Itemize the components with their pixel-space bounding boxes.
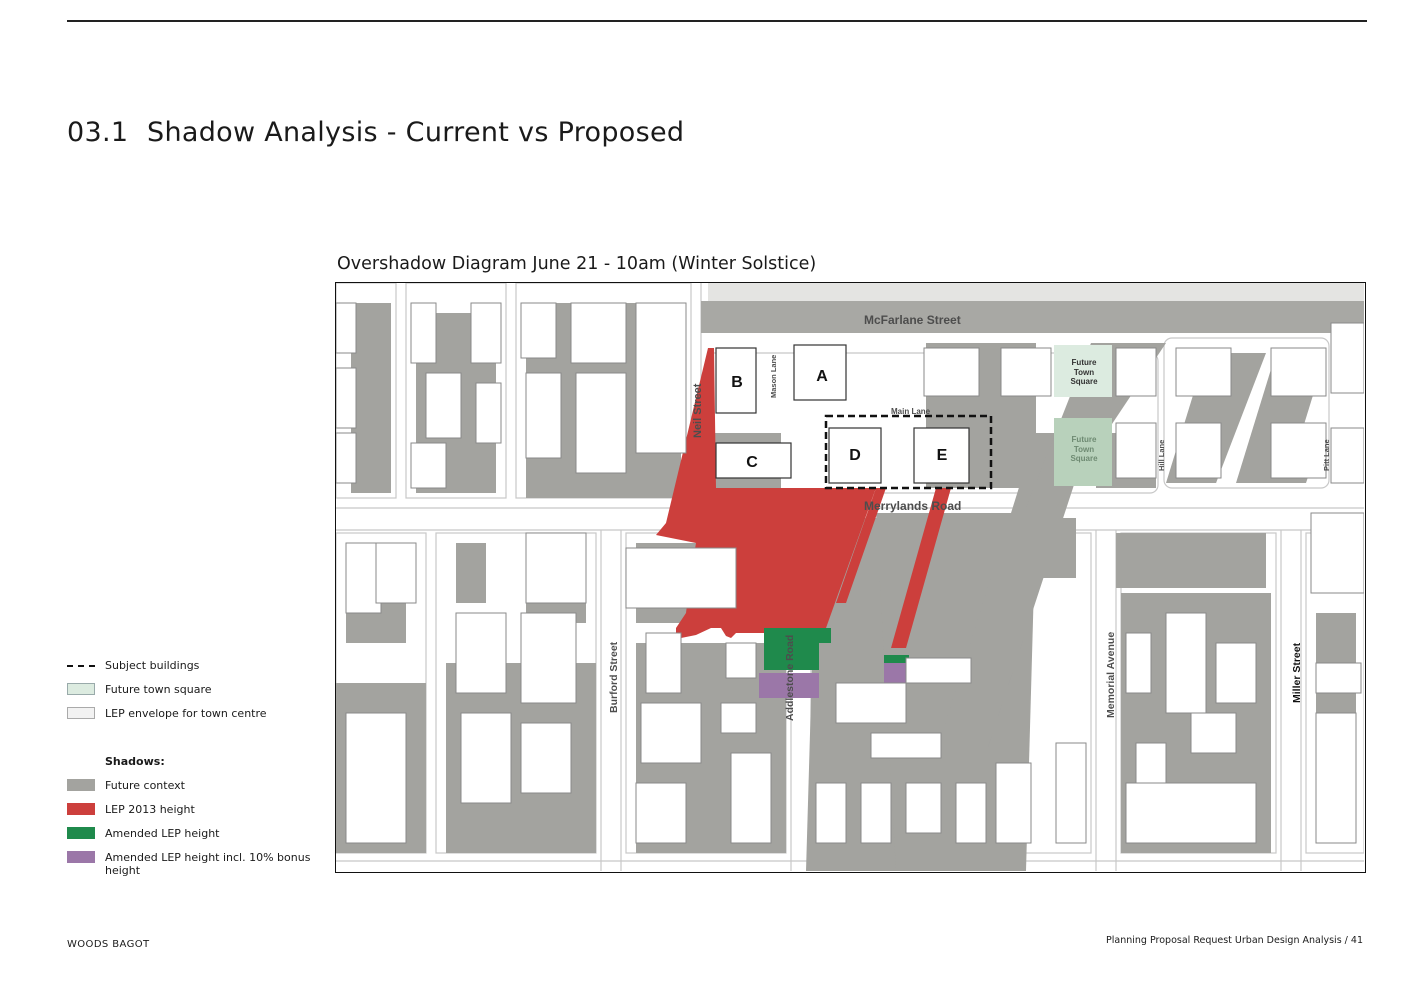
swatch-icon: [67, 851, 95, 863]
footer-company: WOODS BAGOT: [67, 939, 150, 950]
swatch-icon: [67, 803, 95, 815]
subject-buildings: [715, 344, 970, 484]
swatch-icon: [67, 707, 95, 719]
merrylands-road-label: Merrylands Road: [864, 499, 961, 513]
legend-label: LEP 2013 height: [105, 803, 195, 816]
building-c: [715, 442, 792, 479]
diagram-title: Overshadow Diagram June 21 - 10am (Winte…: [337, 254, 817, 274]
legend-label: Amended LEP height: [105, 827, 220, 840]
miller-street-label: Miller Street: [1291, 642, 1303, 703]
legend-label: Future context: [105, 779, 185, 792]
building-d: [828, 427, 882, 484]
swatch-icon: [67, 683, 95, 695]
building-e: [913, 427, 970, 484]
footer-document-title: Planning Proposal Request Urban Design A…: [1106, 935, 1342, 946]
section-number: 03.1: [67, 117, 129, 148]
bonus-lep-shadow: [759, 663, 906, 698]
building-a-label: A: [816, 368, 828, 385]
addlestone-road-label: Addlestone Road: [784, 635, 796, 721]
building-d-label: D: [849, 447, 861, 464]
legend-lep-2013: LEP 2013 height: [67, 803, 195, 816]
north-block: [708, 283, 1364, 301]
dashed-line-icon: [67, 665, 95, 667]
subject-buildings-boundary: [824, 414, 993, 490]
mcfarlane-shadow: [701, 301, 1364, 333]
memorial-avenue-label: Memorial Avenue: [1105, 632, 1117, 718]
legend-label: Subject buildings: [105, 659, 200, 672]
legend-amended-lep: Amended LEP height: [67, 827, 219, 840]
building-e-label: E: [937, 447, 948, 464]
context-buildings: [336, 302, 1364, 844]
footer-page-info: Planning Proposal Request Urban Design A…: [1106, 935, 1363, 946]
legend-lep-envelope: LEP envelope for town centre: [67, 707, 267, 720]
section-title: Shadow Analysis - Current vs Proposed: [147, 117, 685, 148]
pitt-lane-label: Pitt Lane: [1322, 439, 1331, 471]
future-town-square-2-label: Future Town Square: [1070, 435, 1097, 463]
future-town-square-2: [1054, 418, 1112, 486]
burford-street-label: Burford Street: [608, 641, 620, 713]
hill-lane-label: Hill Lane: [1157, 440, 1166, 471]
building-c-label: C: [746, 454, 758, 471]
legend-amended-lep-bonus: Amended LEP height incl. 10% bonus heigh…: [67, 851, 312, 877]
mcfarlane-street-label: McFarlane Street: [864, 313, 961, 327]
future-town-square-1-label: Future Town Square: [1070, 358, 1097, 386]
amended-lep-shadow: [764, 628, 909, 670]
neil-street-label: Neil Street: [692, 383, 704, 438]
legend-future-town-square: Future town square: [67, 683, 212, 696]
page-number: 41: [1350, 935, 1363, 946]
top-rule: [67, 20, 1367, 22]
building-b: [715, 347, 757, 414]
footer-separator: /: [1344, 935, 1348, 946]
legend-future-context: Future context: [67, 779, 185, 792]
overshadow-map: A B C D E McFarlane Street Main Lane Mer…: [335, 282, 1366, 873]
future-town-square-1: [1054, 345, 1112, 397]
legend-label: Amended LEP height incl. 10% bonus heigh…: [105, 851, 311, 877]
legend-label: LEP envelope for town centre: [105, 707, 267, 720]
main-lane-label: Main Lane: [891, 407, 931, 416]
legend-label: Future town square: [105, 683, 212, 696]
swatch-icon: [67, 779, 95, 791]
building-b-label: B: [731, 374, 743, 391]
page-title: 03.1 Shadow Analysis - Current vs Propose…: [67, 117, 684, 148]
mason-lane-label: Mason Lane: [769, 355, 778, 398]
legend-shadows-heading: Shadows:: [105, 755, 165, 768]
building-a: [793, 344, 847, 401]
swatch-icon: [67, 827, 95, 839]
legend-subject-buildings: Subject buildings: [67, 659, 199, 672]
